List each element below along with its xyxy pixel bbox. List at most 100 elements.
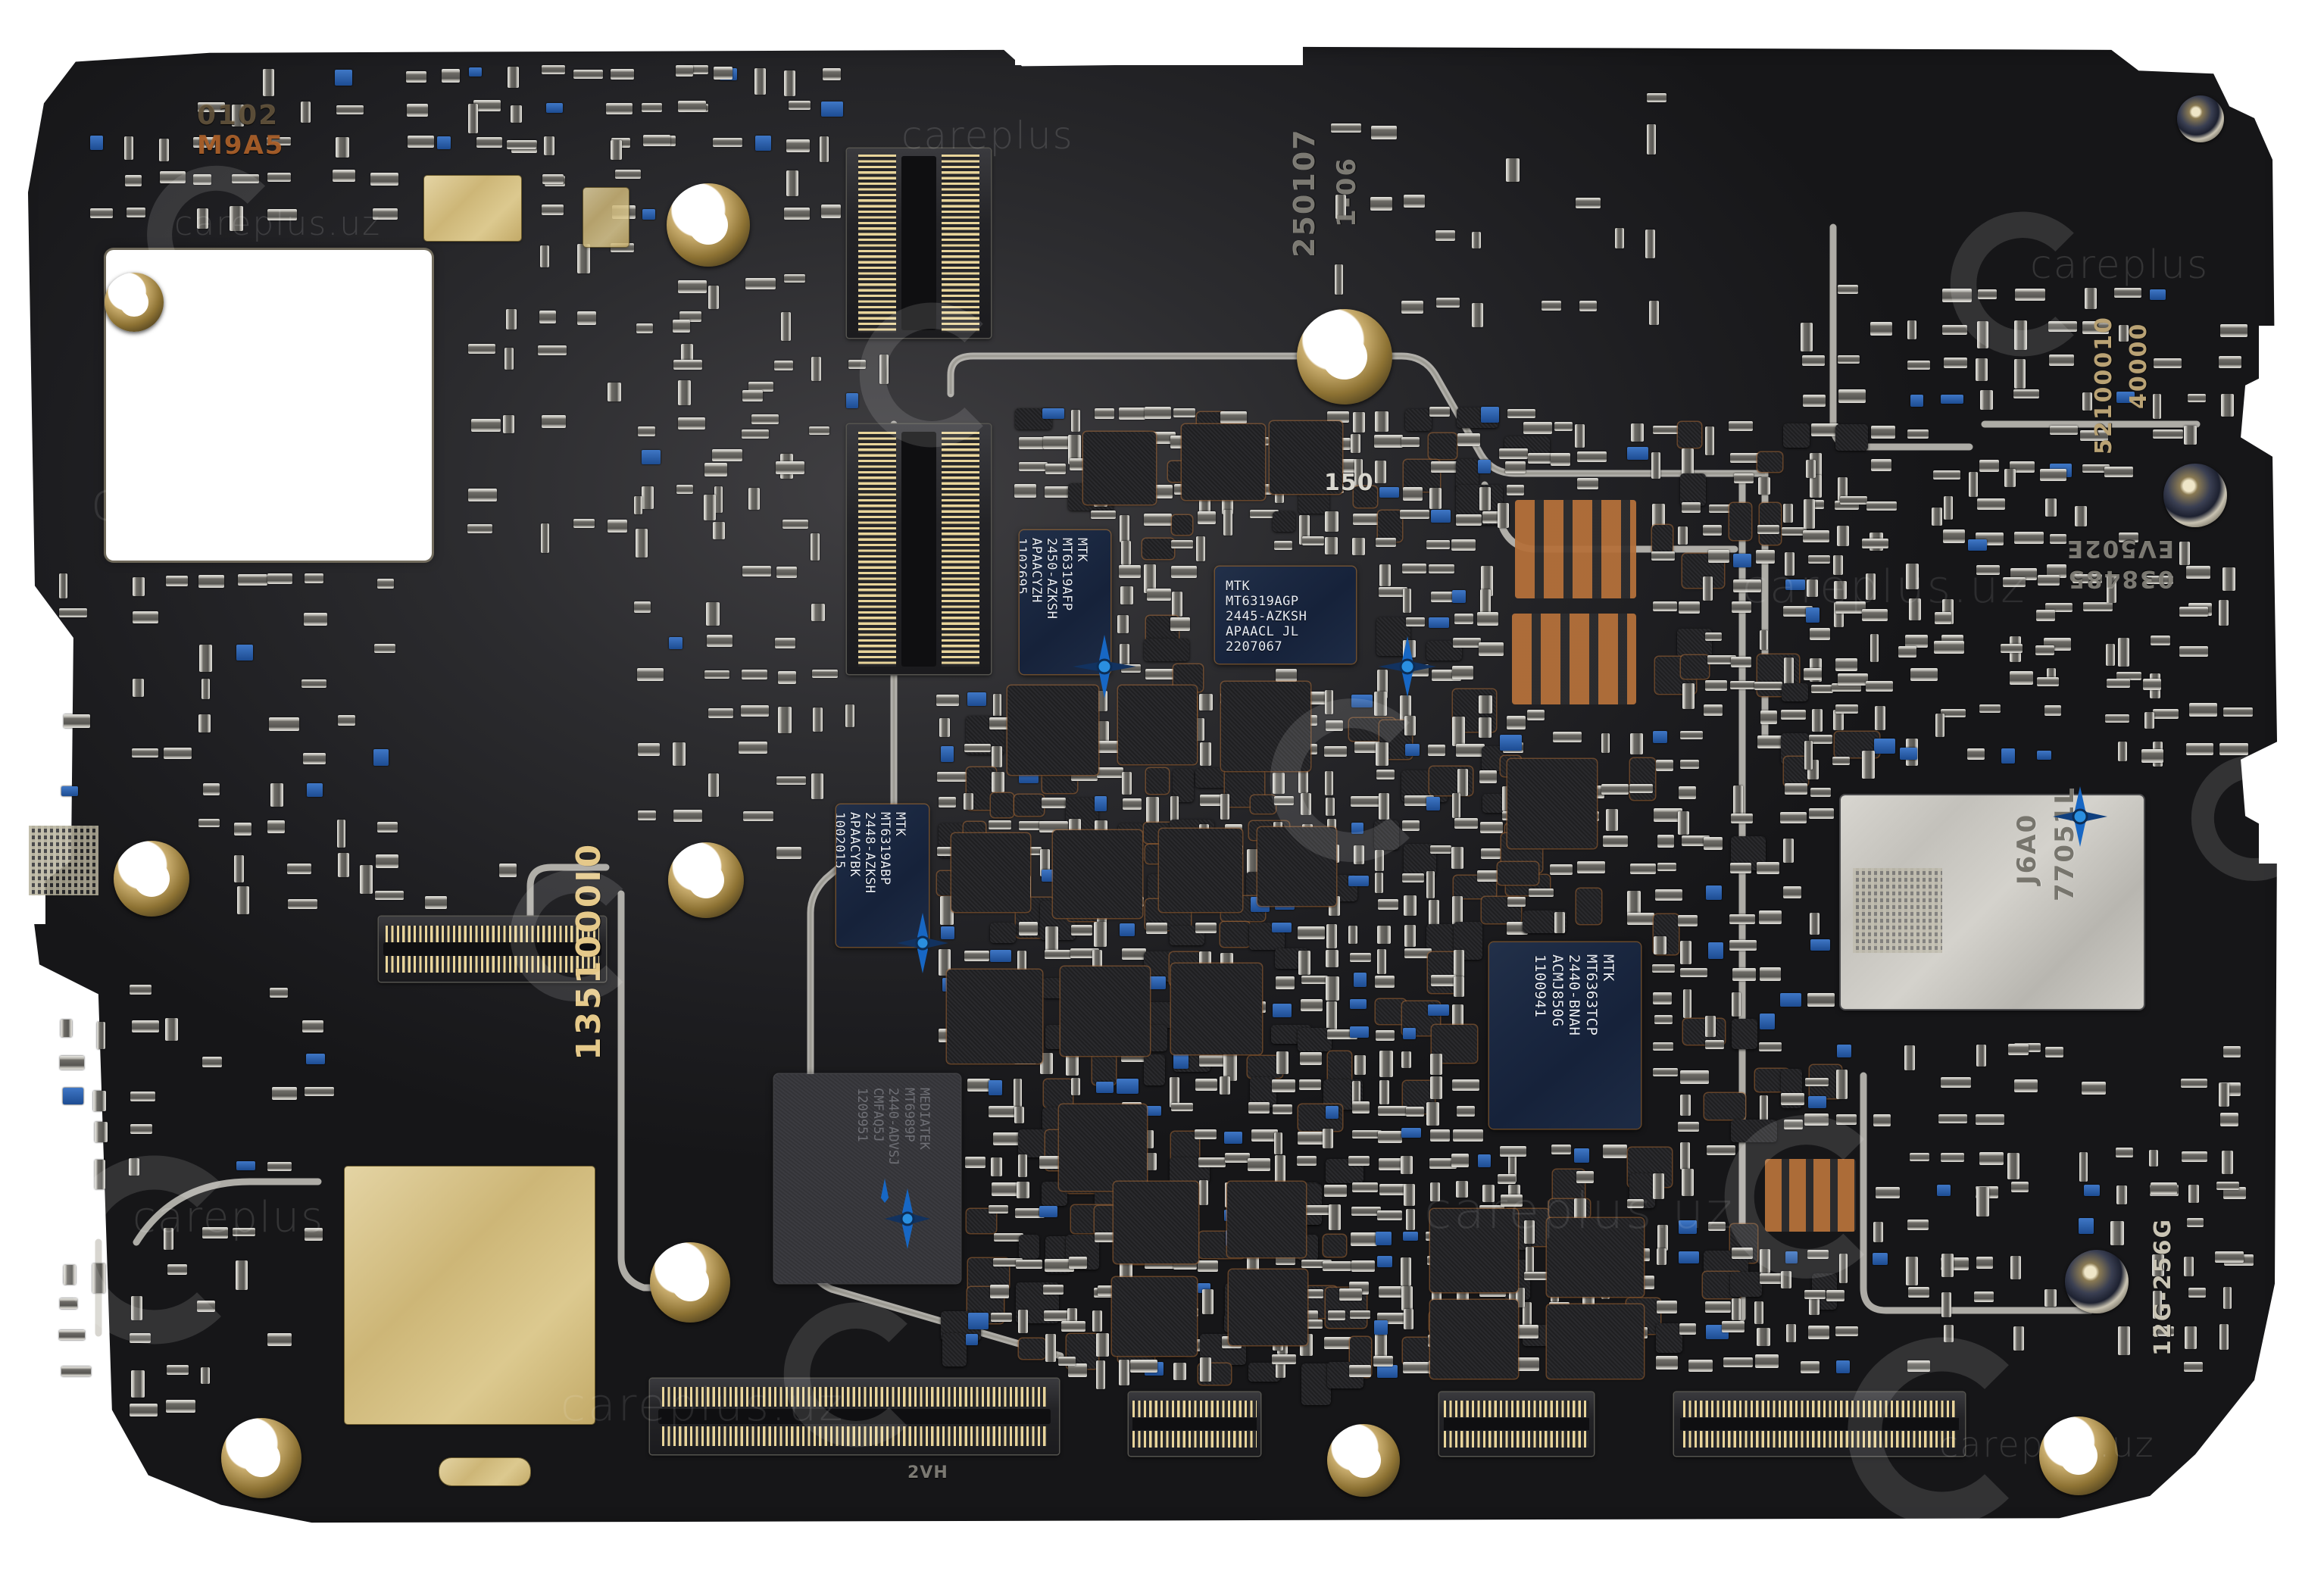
smd-inductor — [1117, 1079, 1139, 1094]
smd-capacitor — [1352, 1182, 1379, 1192]
smd-capacitor — [1516, 1325, 1538, 1338]
smd-capacitor — [2048, 320, 2077, 333]
smd-capacitor — [776, 461, 804, 474]
smd-capacitor — [1703, 576, 1713, 601]
smd-capacitor — [1507, 1154, 1517, 1182]
smd-capacitor — [1452, 1079, 1480, 1091]
smd-capacitor — [1549, 864, 1573, 875]
smd-capacitor — [1376, 769, 1395, 780]
smd-capacitor — [1045, 1258, 1074, 1273]
smd-inductor — [1426, 797, 1441, 810]
smd-ic-package — [947, 970, 1042, 1063]
smd-capacitor — [1454, 976, 1465, 997]
smd-capacitor — [2119, 325, 2129, 342]
smd-inductor — [989, 949, 1011, 963]
smd-capacitor — [89, 208, 114, 219]
smd-capacitor — [1091, 510, 1117, 520]
smd-inductor — [2079, 1217, 2094, 1235]
smd-capacitor — [1379, 1080, 1390, 1105]
smd-capacitor — [198, 818, 220, 827]
smd-ic-package — [1053, 830, 1142, 918]
smd-capacitor — [1352, 411, 1365, 433]
smd-capacitor — [1873, 1222, 1883, 1243]
smd-capacitor — [809, 426, 830, 436]
smd-capacitor — [1455, 744, 1485, 757]
smd-capacitor — [1943, 1324, 1954, 1343]
smd-capacitor — [1810, 628, 1831, 640]
smd-capacitor — [1058, 1356, 1076, 1366]
smd-ic-package — [1227, 1182, 1306, 1257]
smd-capacitor — [192, 174, 212, 185]
smd-capacitor — [1783, 606, 1813, 617]
smd-capacitor — [2049, 426, 2079, 435]
smd-capacitor — [1018, 436, 1044, 449]
smd-capacitor — [1645, 229, 1656, 259]
smd-capacitor — [2144, 711, 2154, 729]
fpc-connector-left-mid — [379, 917, 606, 982]
smd-capacitor — [1351, 1207, 1382, 1216]
smd-ic-package — [1353, 486, 1378, 508]
smd-capacitor — [2082, 392, 2092, 411]
smd-capacitor — [2000, 644, 2023, 654]
screw-hole-top-right — [1297, 309, 1392, 404]
smd-capacitor — [1835, 658, 1858, 671]
smd-capacitor — [1499, 1145, 1527, 1157]
smd-capacitor — [2037, 574, 2060, 586]
smd-capacitor — [742, 670, 768, 679]
smd-inductor — [967, 1313, 989, 1330]
smd-capacitor — [1430, 592, 1459, 603]
smd-capacitor — [989, 1105, 1016, 1117]
smd-capacitor — [1350, 1310, 1370, 1319]
smd-capacitor — [2153, 708, 2179, 720]
smd-capacitor — [1759, 1042, 1782, 1052]
smd-capacitor — [1826, 1289, 1845, 1301]
smd-inductor — [1678, 1220, 1698, 1235]
smd-capacitor — [967, 1079, 991, 1092]
smd-capacitor — [775, 637, 796, 648]
smd-capacitor — [1602, 835, 1629, 848]
smd-capacitor — [2081, 1082, 2106, 1095]
smd-capacitor — [2219, 743, 2249, 756]
smd-capacitor — [1784, 1120, 1804, 1130]
smd-capacitor — [1835, 1326, 1859, 1337]
smd-inductor — [1376, 1364, 1398, 1378]
smd-capacitor — [1375, 849, 1384, 871]
smd-capacitor — [2188, 703, 2218, 717]
smd-inductor — [545, 102, 564, 114]
smd-capacitor — [1654, 1014, 1673, 1025]
smd-capacitor — [468, 489, 498, 502]
smd-capacitor — [167, 1365, 189, 1375]
smd-capacitor — [1451, 847, 1464, 869]
smd-inductor — [1900, 748, 1918, 760]
smd-capacitor — [1039, 821, 1068, 833]
smd-ic-package — [1576, 888, 1601, 925]
smd-capacitor — [1550, 452, 1571, 466]
smd-capacitor — [1575, 197, 1601, 209]
smd-capacitor — [1866, 501, 1897, 511]
smd-capacitor — [708, 708, 734, 719]
smd-capacitor — [1335, 194, 1347, 220]
smd-ic-package — [951, 833, 1030, 912]
smd-capacitor — [990, 1157, 1002, 1177]
smd-inductor — [63, 1088, 83, 1104]
smd-capacitor — [1808, 1326, 1830, 1339]
smd-ic-package — [1507, 759, 1597, 848]
smd-inductor — [1096, 1081, 1114, 1093]
smd-capacitor — [1707, 550, 1730, 564]
smd-capacitor — [1806, 500, 1824, 510]
chip-mt6319agp: MTK MT6319AGP 2445-AZKSH APAACL JL 22070… — [1215, 567, 1356, 664]
smd-capacitor — [712, 522, 726, 539]
smd-capacitor — [1651, 551, 1676, 561]
smd-capacitor — [1731, 992, 1741, 1017]
chip-mt6363tcp: MTK MT6363TCP 2440-BNAH ACMJ850G 1100941 — [1489, 942, 1641, 1129]
smd-ic-package — [1429, 433, 1457, 460]
smd-capacitor — [606, 103, 633, 114]
smd-capacitor — [1304, 1320, 1323, 1329]
smd-capacitor — [63, 1264, 77, 1285]
smd-capacitor — [1326, 923, 1338, 949]
smd-capacitor — [2222, 1286, 2232, 1309]
smd-capacitor — [1652, 425, 1682, 435]
smd-capacitor — [301, 679, 326, 689]
smd-capacitor — [1941, 1254, 1954, 1277]
smd-capacitor — [1323, 1260, 1351, 1272]
